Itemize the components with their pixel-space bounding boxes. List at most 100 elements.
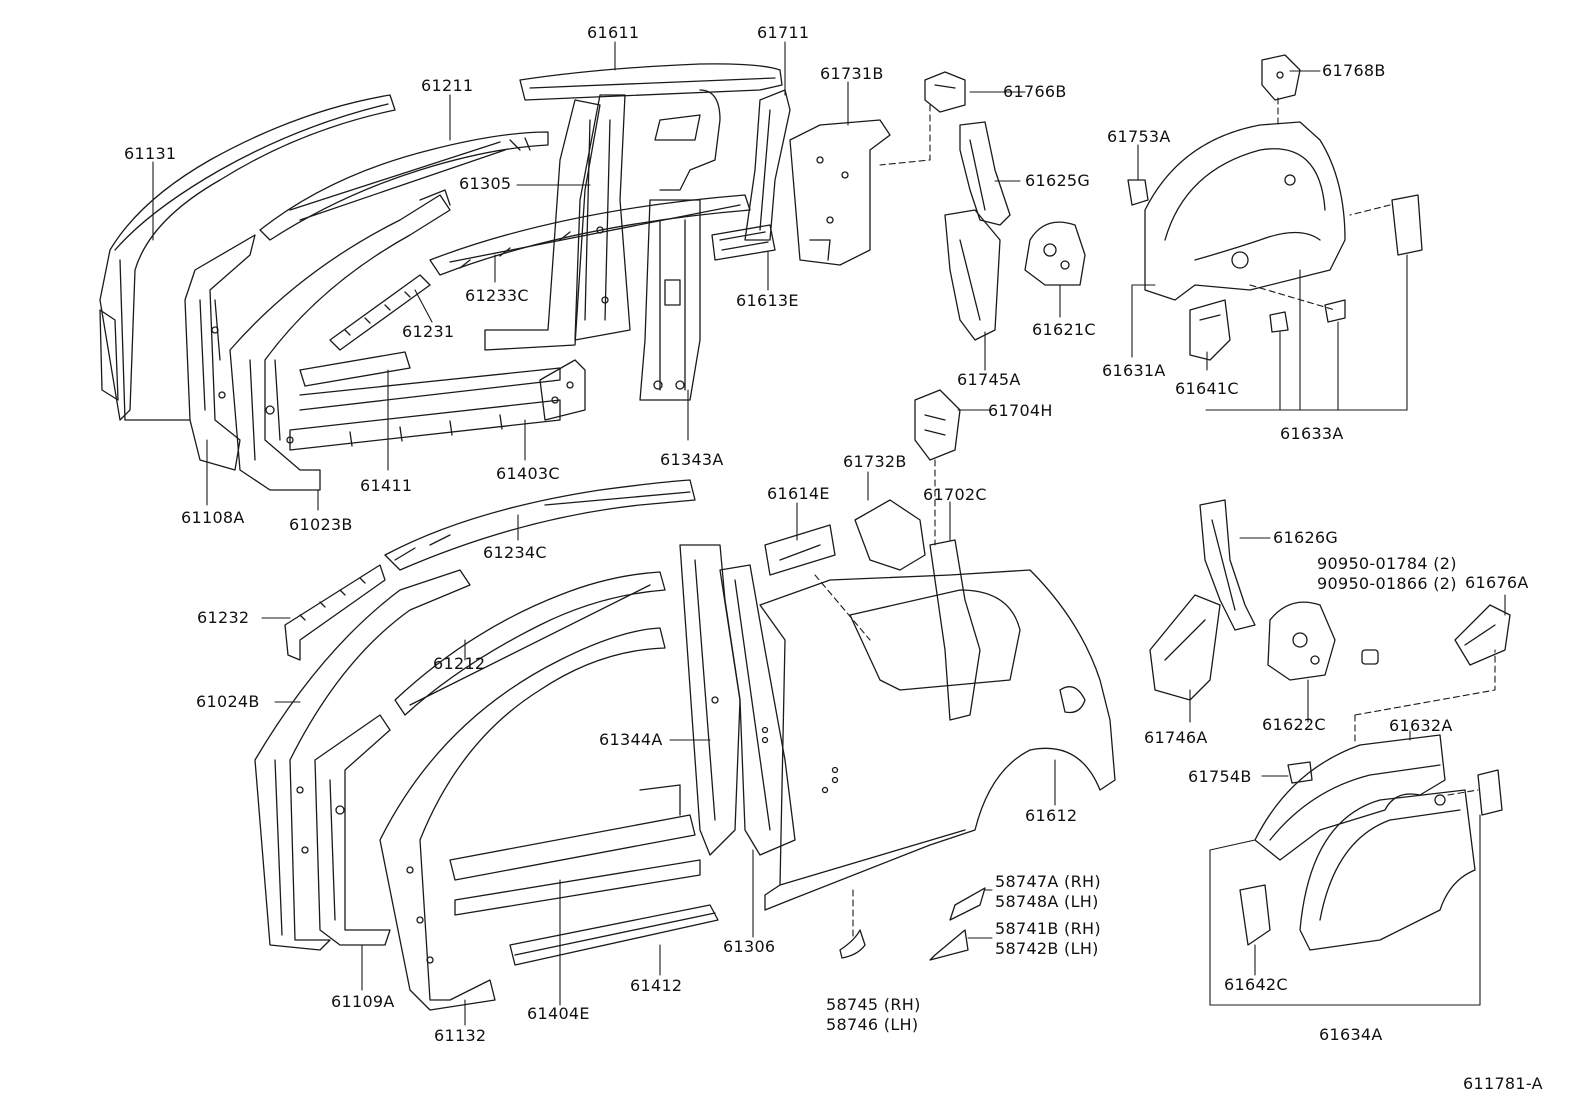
label-61753A: 61753A <box>1107 127 1171 146</box>
plate-61622C-part <box>1267 601 1336 681</box>
roof-rail-61211-part <box>259 131 549 241</box>
bracket-61676A-part <box>1454 604 1511 666</box>
panel-61732B-part <box>854 499 926 571</box>
label-58742B: 58742B (LH) <box>995 939 1099 958</box>
molding-58741B-part <box>929 929 969 961</box>
label-90950-01866: 90950-01866 (2) <box>1317 574 1457 593</box>
plate-61642C-part <box>1239 884 1271 946</box>
reinforcement-61232-part <box>284 564 386 661</box>
molding-58745-part <box>839 929 866 959</box>
label-61634A: 61634A <box>1319 1025 1383 1044</box>
label-61745A: 61745A <box>957 370 1021 389</box>
label-61746A: 61746A <box>1144 728 1208 747</box>
label-58741B: 58741B (RH) <box>995 919 1101 938</box>
wheelhouse-61632A-part <box>1254 734 1446 861</box>
front-pillar-61131-part <box>99 94 396 421</box>
label-61704H: 61704H <box>988 401 1053 420</box>
label-61132: 61132 <box>434 1026 487 1045</box>
label-61234C: 61234C <box>483 543 547 562</box>
label-61611: 61611 <box>587 23 640 42</box>
panel-61626G-part <box>1199 499 1256 631</box>
label-61711: 61711 <box>757 23 810 42</box>
label-61766B: 61766B <box>1003 82 1067 101</box>
label-61622C: 61622C <box>1262 715 1326 734</box>
diagram-id: 611781-A <box>1463 1074 1543 1093</box>
panel-61702C-part <box>929 539 981 721</box>
grommet-90950-part <box>1361 649 1379 665</box>
panel-61746A-part <box>1149 594 1221 701</box>
bracket-61768B-part <box>1261 54 1301 101</box>
bracket-61766B-part <box>924 71 966 113</box>
label-61131: 61131 <box>124 144 177 163</box>
label-58748A: 58748A (LH) <box>995 892 1099 911</box>
label-61108A: 61108A <box>181 508 245 527</box>
rocker-61412-part <box>509 904 719 966</box>
quarter-inner-61731B-part <box>789 119 891 266</box>
label-61306: 61306 <box>723 937 776 956</box>
wheelhouse-61631A-part <box>1144 121 1346 301</box>
bracket-61704H-part <box>914 389 961 461</box>
sill-61404E-part <box>449 784 701 916</box>
label-61642C: 61642C <box>1224 975 1288 994</box>
pillar-61306-part <box>719 564 796 856</box>
rear-pillar-61711-part <box>744 89 791 241</box>
label-61641C: 61641C <box>1175 379 1239 398</box>
label-61109A: 61109A <box>331 992 395 1011</box>
panel-61625G-part <box>959 121 1011 226</box>
quarter-panel-61612-part <box>759 569 1116 911</box>
label-61613E: 61613E <box>736 291 799 310</box>
label-61625G: 61625G <box>1025 171 1091 190</box>
label-61768B: 61768B <box>1322 61 1386 80</box>
label-61612: 61612 <box>1025 806 1078 825</box>
center-pillar-61305-part <box>484 89 721 351</box>
label-58747A: 58747A (RH) <box>995 872 1101 891</box>
label-61403C: 61403C <box>496 464 560 483</box>
rocker-61411-part <box>299 351 561 411</box>
label-61731B: 61731B <box>820 64 884 83</box>
plate-61641C-part <box>1189 299 1231 361</box>
label-61024B: 61024B <box>196 692 260 711</box>
label-61626G: 61626G <box>1273 528 1339 547</box>
molding-58747A-part <box>949 887 986 921</box>
front-pillar-61024B-part <box>254 569 471 951</box>
panel-61745A-part <box>944 209 1001 341</box>
label-61231: 61231 <box>402 322 455 341</box>
label-61621C: 61621C <box>1032 320 1096 339</box>
label-61023B: 61023B <box>289 515 353 534</box>
label-61411: 61411 <box>360 476 413 495</box>
leader-lines <box>152 41 1506 1026</box>
label-90950-01784: 90950-01784 (2) <box>1317 554 1457 573</box>
roof-rail-61234C-part <box>384 479 696 571</box>
label-58745: 58745 (RH) <box>826 995 921 1014</box>
label-61305: 61305 <box>459 174 512 193</box>
label-61754B: 61754B <box>1188 767 1252 786</box>
label-61232: 61232 <box>197 608 250 627</box>
reinforcement-61231-part <box>329 274 431 351</box>
label-61233C: 61233C <box>465 286 529 305</box>
roof-side-61611-part <box>519 63 783 101</box>
bracket-right-61634A-part <box>1477 769 1503 816</box>
clip-61753A-part <box>1127 179 1149 206</box>
front-pillar-61132-part <box>379 627 666 1011</box>
label-61702C: 61702C <box>923 485 987 504</box>
bracket-61614E-part <box>764 524 836 576</box>
plate-61621C-part <box>1024 221 1086 286</box>
label-61212: 61212 <box>433 654 486 673</box>
label-61412: 61412 <box>630 976 683 995</box>
roof-rail-61212-part <box>394 571 666 716</box>
small-parts-61633A <box>1269 194 1423 333</box>
label-61631A: 61631A <box>1102 361 1166 380</box>
label-61732B: 61732B <box>843 452 907 471</box>
reinforcement-61233C-part <box>429 194 751 276</box>
front-pillar-61023B-part <box>229 189 451 491</box>
label-61633A: 61633A <box>1280 424 1344 443</box>
label-61211: 61211 <box>421 76 474 95</box>
label-61676A: 61676A <box>1465 573 1529 592</box>
label-61343A: 61343A <box>660 450 724 469</box>
bracket-61613E-part <box>711 224 776 261</box>
label-61614E: 61614E <box>767 484 830 503</box>
label-61344A: 61344A <box>599 730 663 749</box>
bracket-61754B-part <box>1287 761 1313 784</box>
